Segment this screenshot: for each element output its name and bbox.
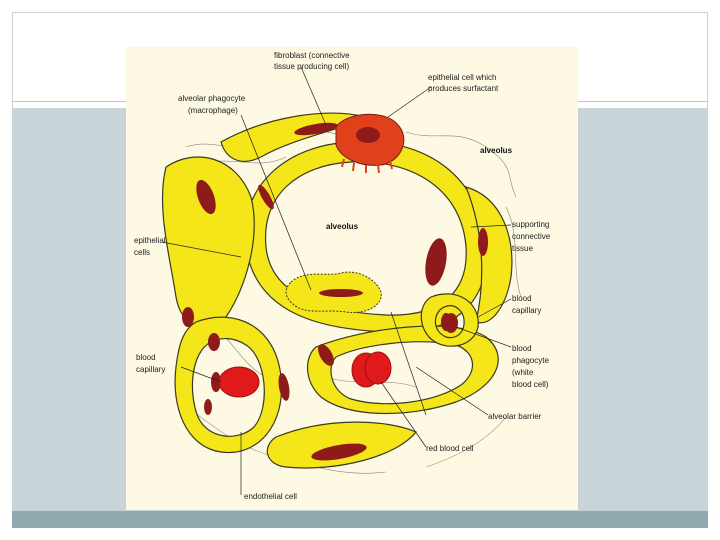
- label-alveolar-barrier: alveolar barrier: [488, 412, 542, 421]
- label-capillary-left-1: blood: [136, 353, 156, 362]
- left-capillary-wall: [174, 316, 283, 454]
- blood-phagocyte: [444, 313, 458, 333]
- label-epithelial-1: epithelial: [134, 236, 166, 245]
- label-capillary-left-2: capillary: [136, 365, 165, 374]
- label-fibroblast-2: tissue producing cell): [274, 62, 349, 71]
- label-supporting-2: connective: [512, 232, 551, 241]
- label-epithelial-2: cells: [134, 248, 150, 257]
- surfactant-cell: [335, 113, 405, 174]
- label-supporting-1: supporting: [512, 220, 549, 229]
- label-alveolus-top: alveolus: [480, 146, 513, 155]
- label-phagocyte-2: (macrophage): [188, 106, 238, 115]
- macrophage-nucleus: [319, 289, 363, 297]
- label-capillary-right-1: blood: [512, 294, 532, 303]
- label-blood-phagocyte-2: phagocyte: [512, 356, 549, 365]
- label-supporting-3: tissue: [512, 244, 533, 253]
- left-epithelial-tissue: [161, 156, 255, 328]
- small-capillary-right: [420, 293, 479, 347]
- blood-phagocyte-left: [208, 333, 220, 351]
- label-surfactant-1: epithelial cell which: [428, 73, 496, 82]
- label-phagocyte-1: alveolar phagocyte: [178, 94, 246, 103]
- footer-band: [12, 511, 708, 528]
- label-surfactant-2: produces surfactant: [428, 84, 499, 93]
- label-capillary-right-2: capillary: [512, 306, 541, 315]
- label-blood-phagocyte-4: blood cell): [512, 380, 549, 389]
- label-red-blood-cell: red blood cell: [426, 444, 474, 453]
- label-endothelial-cell: endothelial cell: [244, 492, 297, 501]
- label-fibroblast-1: fibroblast (connective: [274, 51, 350, 60]
- leader-lines: [161, 66, 512, 495]
- alveolus-diagram: fibroblast (connective tissue producing …: [126, 47, 578, 510]
- red-blood-cells: [218, 351, 392, 398]
- alveolus-diagram-svg: fibroblast (connective tissue producing …: [134, 51, 551, 501]
- label-blood-phagocyte-3: (white: [512, 368, 534, 377]
- label-blood-phagocyte-1: blood: [512, 344, 532, 353]
- label-alveolus-center: alveolus: [326, 222, 359, 231]
